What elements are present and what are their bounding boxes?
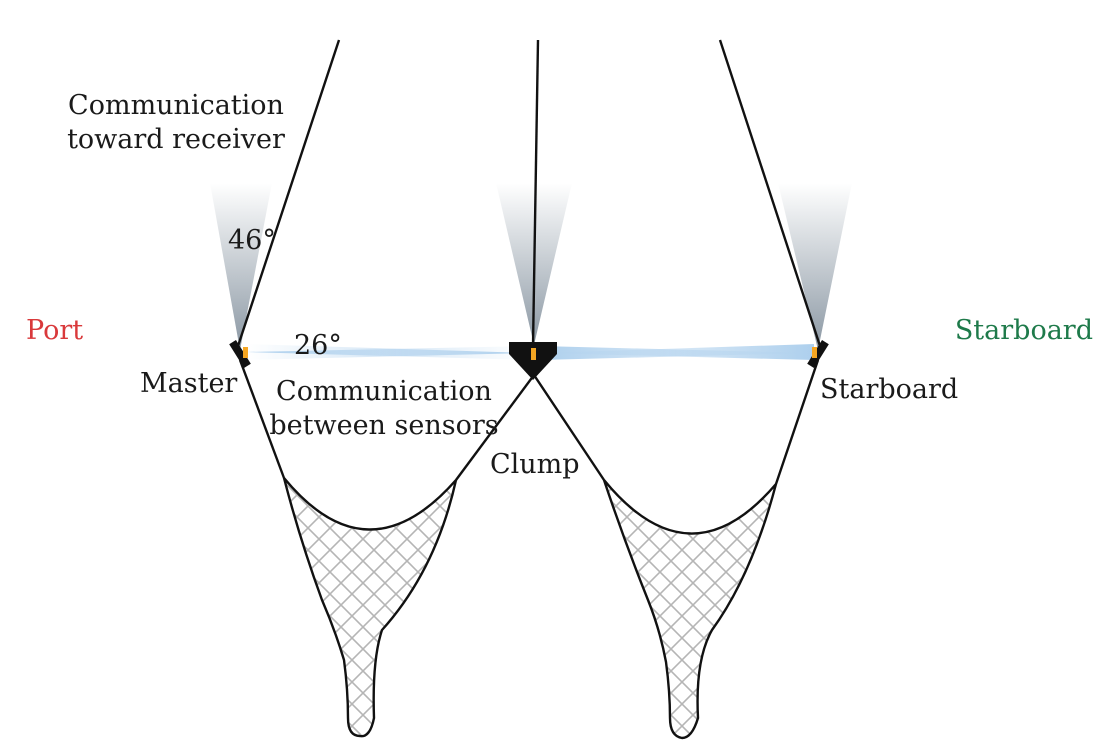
starboard-net: [602, 479, 778, 740]
master-bridle-line: [238, 359, 286, 479]
clump-right-bridle-line: [533, 374, 605, 481]
comm-sensors-label-line2: between sensors: [269, 410, 498, 441]
port-warp-line: [236, 39, 341, 347]
comm-receiver-label-line1: Communication: [68, 90, 284, 121]
starboard-sensor: [807, 340, 829, 368]
receiver-beam-master: [210, 183, 272, 350]
master-label: Master: [140, 368, 237, 399]
starboard-side-label: Starboard: [955, 315, 1093, 346]
comm-receiver-label-line2: toward receiver: [67, 124, 285, 155]
sensor-beam-clump-to-master: [246, 344, 530, 360]
master-sensor: [229, 340, 251, 368]
clump-label: Clump: [490, 449, 580, 480]
sensor-beam-starboard-to-clump: [540, 346, 814, 360]
comm-sensors-label-line1: Communication: [276, 376, 492, 407]
starboard-bridle-line: [774, 359, 820, 485]
clump-sensor: [509, 342, 557, 380]
clump-warp-line: [531, 39, 540, 347]
receiver-beam-starboard: [778, 183, 852, 350]
starboard-warp-line: [718, 39, 822, 347]
clump-left-bridle-line: [455, 374, 535, 481]
starboard-sensor-label: Starboard: [820, 374, 958, 405]
port-label: Port: [26, 315, 83, 346]
port-net: [282, 477, 458, 738]
sensor-angle-label: 26°: [294, 330, 342, 361]
receiver-angle-label: 46°: [228, 225, 276, 256]
